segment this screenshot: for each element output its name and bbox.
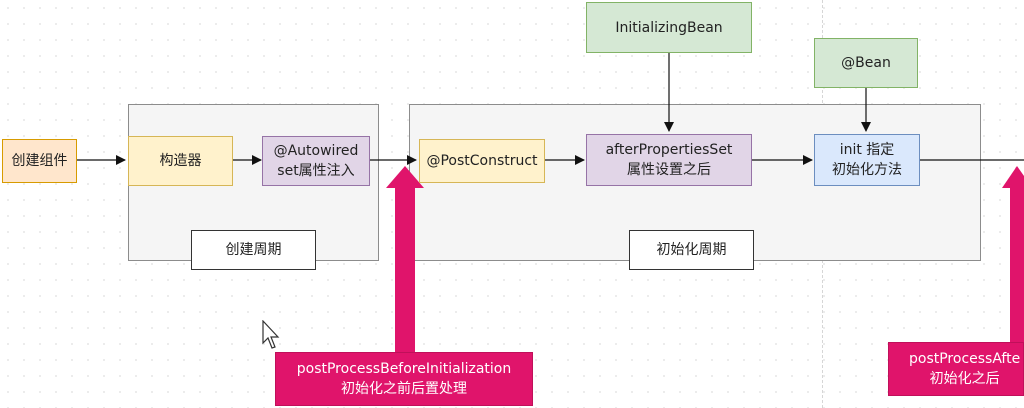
create-component-node: 创建组件 <box>2 139 77 183</box>
after-properties-set-node: afterPropertiesSet 属性设置之后 <box>586 134 752 186</box>
mouse-pointer-icon <box>262 319 282 350</box>
pink-arrow-before-shaft <box>395 182 415 354</box>
postconstruct-node: @PostConstruct <box>419 139 545 183</box>
initializing-bean-node: InitializingBean <box>586 2 752 53</box>
post-process-after-box: postProcessAfte 初始化之后 <box>888 342 1024 396</box>
pink-arrow-after-shaft <box>1010 182 1024 342</box>
pink-arrow-after-head <box>1002 166 1024 188</box>
pink-arrow-before-head <box>386 166 424 188</box>
constructor-node: 构造器 <box>128 136 233 186</box>
autowired-node: @Autowired set属性注入 <box>262 136 370 186</box>
bean-annotation-node: @Bean <box>814 38 918 88</box>
init-method-node: init 指定 初始化方法 <box>814 134 920 186</box>
post-process-before-box: postProcessBeforeInitialization 初始化之前后置处… <box>275 352 533 406</box>
create-phase-label: 创建周期 <box>191 230 316 270</box>
init-phase-label: 初始化周期 <box>629 230 754 270</box>
